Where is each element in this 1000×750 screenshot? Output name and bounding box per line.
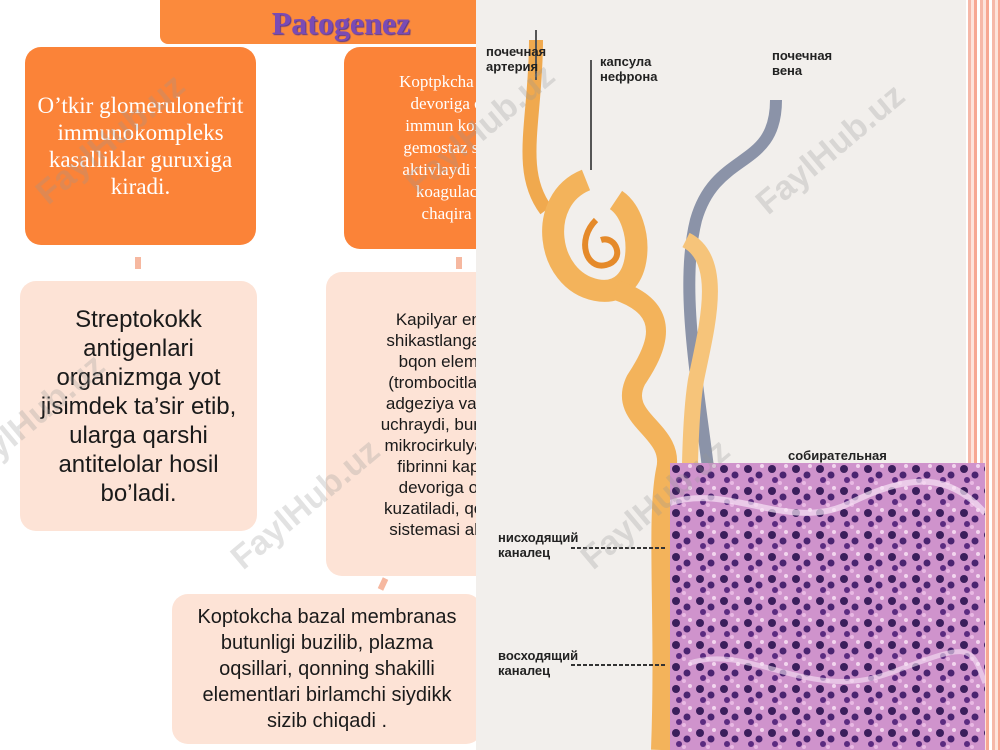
box-text: Koptokcha bazal membranas butunligi buzi…	[197, 606, 457, 732]
line: devoriga o	[398, 477, 479, 497]
connector	[377, 577, 389, 591]
cell-pattern	[670, 463, 985, 750]
box-capillary-damage: Kapilyar en shikastlangan bqon elem (tro…	[326, 272, 496, 576]
box-text: Streptokokk antigenlari organizmga yot j…	[40, 305, 237, 507]
box-text: O’tkir glomerulonefrit immunokompleks ka…	[37, 93, 244, 199]
line: shikastlangan	[386, 330, 491, 350]
line: devoriga o	[410, 94, 483, 113]
connector	[135, 257, 141, 269]
histology-texture	[670, 463, 985, 750]
title-banner: Patogenez	[160, 0, 522, 44]
histology-image	[670, 463, 985, 750]
label-collecting-duct: собирательная	[788, 448, 887, 463]
box-acute-glomerulonephritis: O’tkir glomerulonefrit immunokompleks ka…	[25, 47, 256, 245]
line: chaqira	[421, 204, 472, 223]
line: gemostaz sis	[403, 138, 490, 157]
line: uchraydi, bunin	[380, 414, 496, 434]
label-renal-artery: почечная артерия	[486, 44, 547, 74]
label-nephron-capsule: капсула нефрона	[600, 54, 658, 84]
line: mikrocirkulyac	[384, 435, 493, 455]
line: sistemasi akt	[389, 519, 488, 539]
line: Kapilyar en	[395, 309, 481, 329]
box-text-lines: Koptpkcha ka devoriga o immun kom gemost…	[399, 71, 494, 225]
line: fibrinni kap	[397, 456, 480, 476]
tissue-space	[689, 649, 985, 685]
label-renal-vein: почечная вена	[772, 48, 833, 78]
box-basal-membrane: Koptokcha bazal membranas butunligi buzi…	[172, 594, 482, 744]
connector	[456, 257, 462, 269]
box-coagulation: Koptpkcha ka devoriga o immun kom gemost…	[344, 47, 494, 249]
tubule-loop	[612, 280, 678, 750]
line: kuzatiladi, qon	[384, 498, 493, 518]
box-streptococcus-antigens: Streptokokk antigenlari organizmga yot j…	[20, 281, 257, 531]
glomerulus-loop	[582, 217, 621, 269]
line: adgeziya va a	[385, 393, 491, 413]
line: (trombocitlar)	[388, 372, 489, 392]
page-title: Patogenez	[271, 5, 411, 41]
tissue-space	[670, 478, 985, 516]
line: immun kom	[405, 116, 488, 135]
line: koagulac	[415, 182, 478, 201]
label-ascending-tubule: восходящий каналец	[498, 648, 579, 678]
line: bqon elem	[398, 351, 479, 371]
line: aktivlaydi va	[402, 160, 491, 179]
box-text-lines: Kapilyar en shikastlangan bqon elem (tro…	[381, 309, 496, 540]
label-descending-tubule: нисходящий каналец	[498, 530, 579, 560]
glomerulus-capsule	[542, 169, 648, 302]
line: Koptpkcha ka	[399, 72, 494, 91]
